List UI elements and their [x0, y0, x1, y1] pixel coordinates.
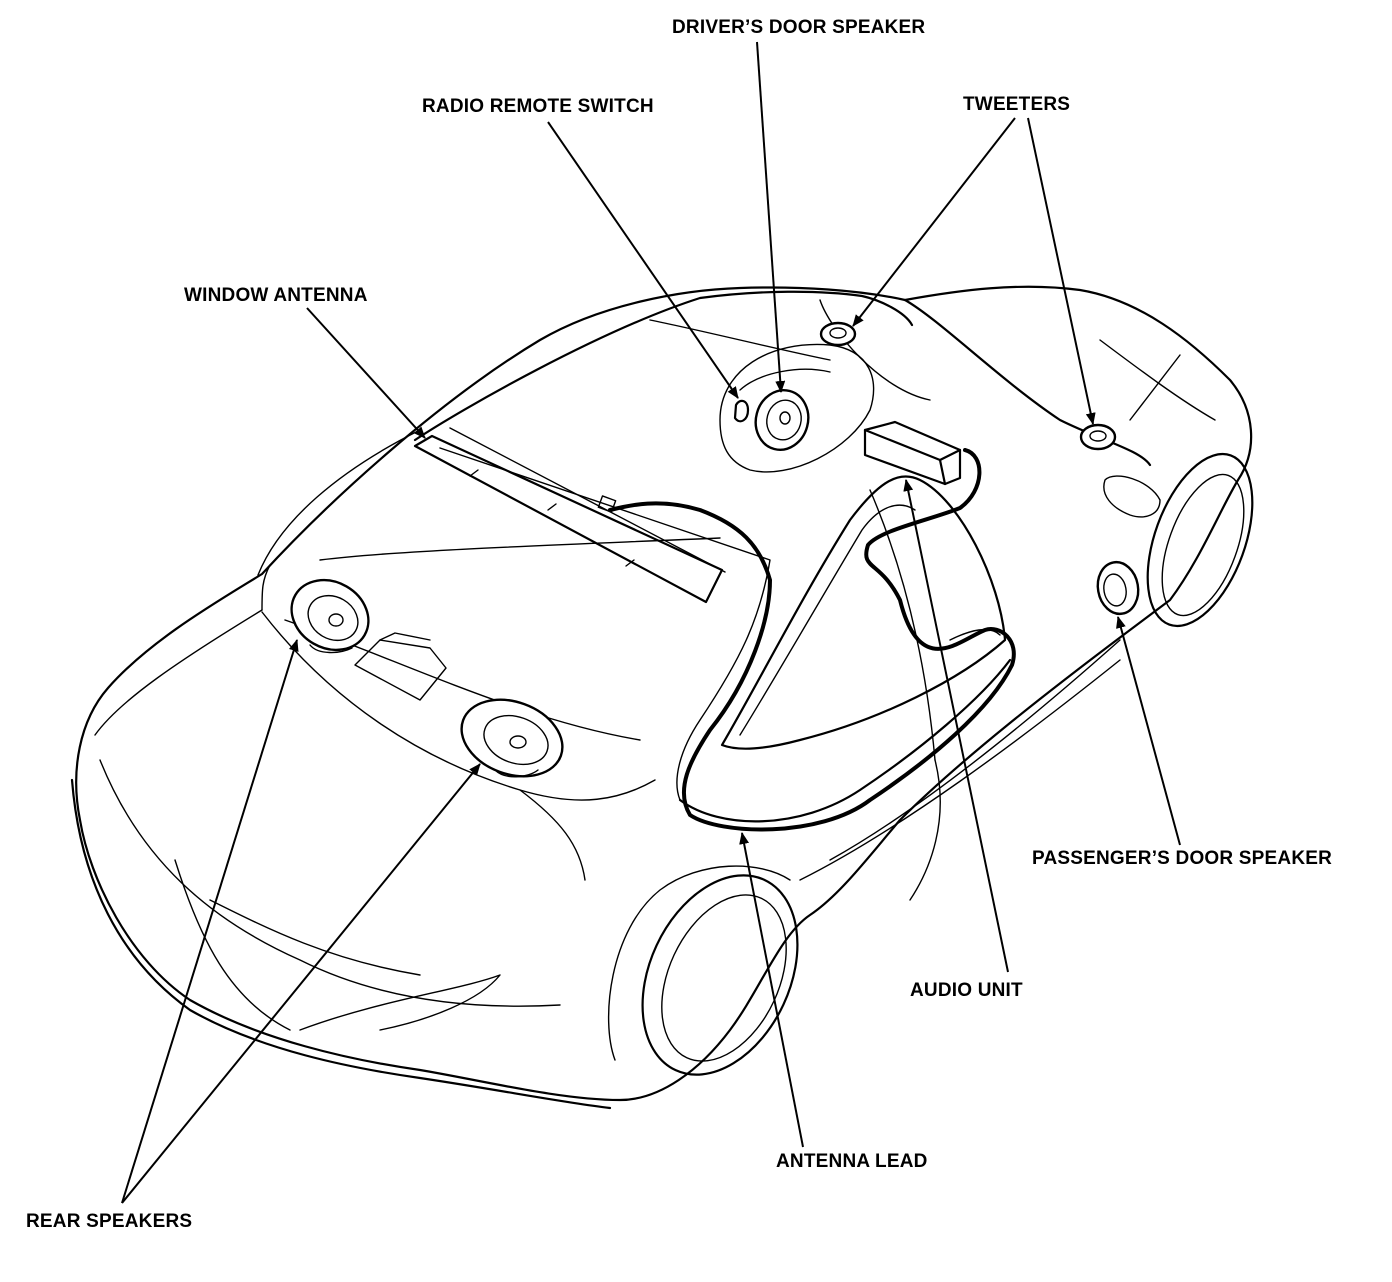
label-window-antenna: WINDOW ANTENNA	[184, 285, 368, 306]
car-body	[70, 285, 1253, 1110]
label-rear-speakers: REAR SPEAKERS	[26, 1211, 193, 1232]
tweeter-left	[819, 321, 857, 347]
drivers-door-speaker	[754, 389, 810, 451]
label-drivers-door-speaker: DRIVER’S DOOR SPEAKER	[672, 17, 926, 38]
radio-remote-switch	[733, 399, 750, 423]
tweeter-right	[1079, 423, 1117, 451]
antenna-lead-cable	[608, 448, 1016, 832]
passengers-door-speaker	[1096, 560, 1140, 616]
audio-unit-box	[863, 420, 962, 486]
rear-speaker-right	[460, 698, 564, 778]
label-antenna-lead: ANTENNA LEAD	[776, 1151, 928, 1172]
wheels	[607, 452, 1254, 1076]
window-antenna	[413, 427, 726, 604]
leader-lines	[121, 41, 1181, 1204]
rear-speaker-left	[290, 578, 370, 654]
label-tweeters: TWEETERS	[963, 94, 1071, 115]
label-passengers-door-speaker: PASSENGER’S DOOR SPEAKER	[1032, 848, 1333, 869]
label-audio-unit: AUDIO UNIT	[910, 980, 1023, 1001]
label-radio-remote-switch: RADIO REMOTE SWITCH	[422, 96, 654, 117]
